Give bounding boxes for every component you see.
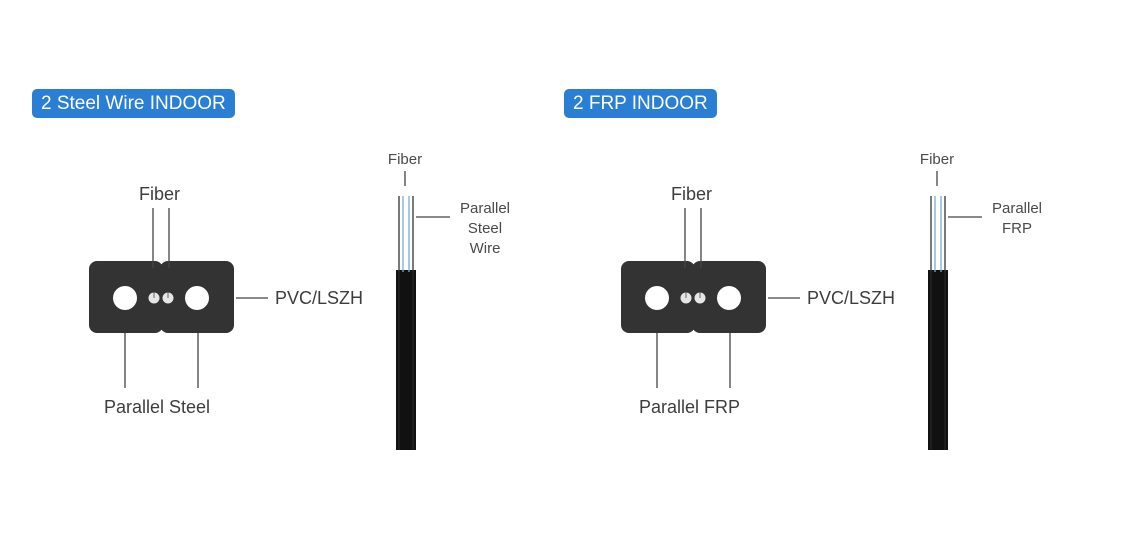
- side-view-jacket: [928, 270, 948, 450]
- sheath-label: PVC/LSZH: [275, 288, 364, 308]
- strength-member-label: Parallel FRP: [639, 397, 741, 417]
- cross-section-fiber-label: Fiber: [139, 184, 181, 204]
- strength-member-label: Parallel Steel: [104, 397, 211, 417]
- strength-member-left: [113, 286, 137, 310]
- cross-section-fiber-label: Fiber: [671, 184, 713, 204]
- steel-wire-cable-diagram: [89, 171, 450, 450]
- strength-member-right: [717, 286, 741, 310]
- side-view-fibers: [398, 196, 414, 272]
- strength-member-left: [645, 286, 669, 310]
- panel-title-badge: 2 Steel Wire INDOOR: [32, 89, 235, 118]
- side-view-strength-label: Parallel Steel Wire: [459, 200, 511, 257]
- sheath-label: PVC/LSZH: [807, 288, 896, 308]
- side-view-fiber-label: Fiber: [919, 151, 955, 168]
- side-view-strength-label: Parallel FRP: [991, 200, 1043, 237]
- panel-steel-wire: 2 Steel Wire INDOOR: [32, 89, 511, 450]
- side-view-jacket: [396, 270, 416, 450]
- leader-lines: [656, 208, 800, 388]
- panel-frp: 2 FRP INDOOR Fiber PVC/LSZH Para: [532, 0, 1102, 550]
- frp-cable-diagram: [621, 171, 982, 450]
- leader-lines: [124, 208, 268, 388]
- side-view-fibers: [930, 196, 946, 272]
- side-view-fiber-label: Fiber: [387, 151, 423, 168]
- strength-member-right: [185, 286, 209, 310]
- panel-title-badge: 2 FRP INDOOR: [564, 89, 717, 118]
